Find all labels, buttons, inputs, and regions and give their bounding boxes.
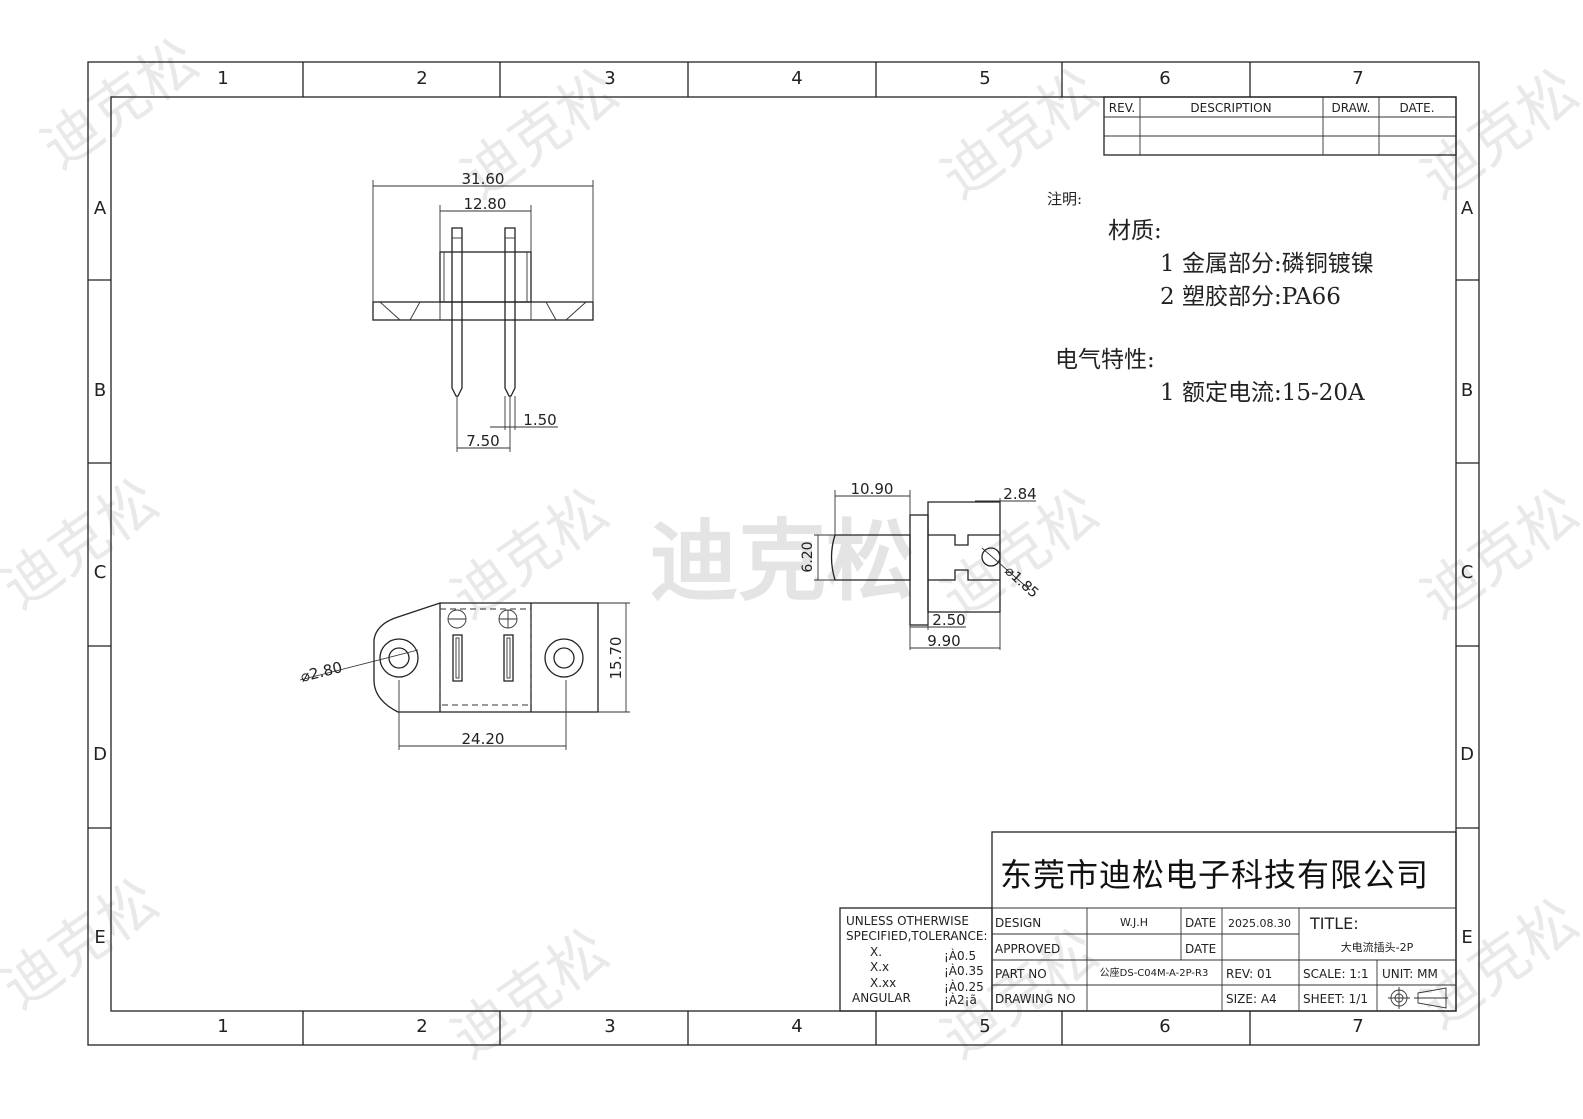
dim-label: 2.84 <box>1003 485 1036 503</box>
tolerance-value: ¡À0.35 <box>944 963 984 978</box>
dim-label: 31.60 <box>462 170 505 188</box>
watermark: 迪克松 <box>439 476 621 632</box>
notes: 注明: 材质: 1 金属部分:磷铜镀镍 2 塑胶部分:PA66 电气特性: 1 … <box>1047 190 1374 406</box>
approved-label: APPROVED <box>995 942 1060 956</box>
tolerance-label: X. <box>870 945 882 959</box>
description-header: DESCRIPTION <box>1190 101 1271 115</box>
draw-header: DRAW. <box>1332 101 1371 115</box>
watermark: 迪克松 <box>1409 476 1583 632</box>
title-block: 东莞市迪松电子科技有限公司 UNLESS OTHERWISE SPECIFIED… <box>839 831 1457 1012</box>
dim-label: 12.80 <box>464 195 507 213</box>
size-value: SIZE: A4 <box>1226 992 1277 1006</box>
unit-value: UNIT: MM <box>1382 967 1438 981</box>
column-label: 5 <box>979 68 990 89</box>
date-value: 2025.08.30 <box>1228 917 1291 930</box>
rev-value: REV: 01 <box>1226 967 1272 981</box>
tolerance-value: ¡À0.25 <box>944 979 984 994</box>
date-label: DATE <box>1185 916 1216 930</box>
watermark: 迪克松 <box>1409 886 1583 1042</box>
part-no-label: PART NO <box>995 967 1047 981</box>
watermark: 迪克松 <box>439 916 621 1072</box>
tolerance-value: ¡À2¡ã <box>944 992 977 1007</box>
row-label: D <box>1460 744 1474 765</box>
watermark: 迪克松 <box>929 56 1111 212</box>
title-label: TITLE: <box>1309 914 1359 933</box>
dim-label: 15.70 <box>607 637 625 680</box>
material-item: 1 金属部分:磷铜镀镍 <box>1160 251 1374 277</box>
column-label: 6 <box>1159 68 1170 89</box>
column-label: 5 <box>979 1016 990 1037</box>
tolerance-value: ¡À0.5 <box>944 948 976 963</box>
row-label: A <box>1461 198 1474 219</box>
row-label: C <box>1461 562 1474 583</box>
dim-label: 24.20 <box>462 730 505 748</box>
tolerance-label: ANGULAR <box>852 991 911 1005</box>
dim-label: 6.20 <box>800 541 816 572</box>
row-label: D <box>93 744 107 765</box>
drawing-no-label: DRAWING NO <box>995 992 1076 1006</box>
first-angle-projection-icon <box>1388 987 1448 1009</box>
column-label: 4 <box>791 68 802 89</box>
design-label: DESIGN <box>995 916 1041 930</box>
part-no-value: 公座DS-C04M-A-2P-R3 <box>1100 966 1209 979</box>
tolerance-label: X.xx <box>870 976 896 990</box>
row-label: C <box>94 562 107 583</box>
column-label: 3 <box>604 68 615 89</box>
center-watermark: 迪克松 <box>650 510 914 613</box>
column-label: 6 <box>1159 1016 1170 1037</box>
material-item: 2 塑胶部分:PA66 <box>1160 284 1341 310</box>
sheet-value: SHEET: 1/1 <box>1303 992 1368 1006</box>
column-label: 3 <box>604 1016 615 1037</box>
dim-label: 9.90 <box>927 632 960 650</box>
top-view: 31.60 12.80 1.50 7.50 <box>372 170 594 452</box>
dim-label: ⌀2.80 <box>299 658 345 686</box>
column-label: 4 <box>791 1016 802 1037</box>
column-label: 2 <box>416 68 427 89</box>
company-name: 东莞市迪松电子科技有限公司 <box>1000 856 1429 894</box>
revision-table: REV. DESCRIPTION DRAW. DATE. <box>1103 96 1457 156</box>
side-view: 10.90 2.84 2.50 9.90 6.20 ⌀1.85 <box>800 480 1041 650</box>
column-label: 7 <box>1352 68 1363 89</box>
row-label: B <box>1461 380 1473 401</box>
electrical-heading: 电气特性: <box>1055 347 1155 373</box>
front-view: 15.70 24.20 ⌀2.80 <box>299 602 630 750</box>
tolerance-heading: UNLESS OTHERWISE <box>846 914 969 928</box>
title-value: 大电流插头-2P <box>1341 940 1414 954</box>
dim-label: 10.90 <box>851 480 894 498</box>
material-heading: 材质: <box>1108 218 1162 244</box>
tolerance-label: X.x <box>870 960 889 974</box>
dim-label: 1.50 <box>523 411 556 429</box>
notes-heading: 注明: <box>1047 190 1082 208</box>
dim-label: 7.50 <box>466 432 499 450</box>
tolerance-heading: SPECIFIED,TOLERANCE: <box>846 929 988 943</box>
column-label: 1 <box>217 68 228 89</box>
rev-header: REV. <box>1109 101 1135 115</box>
column-label: 1 <box>217 1016 228 1037</box>
row-label: E <box>94 927 105 948</box>
row-label: E <box>1461 927 1472 948</box>
row-label: B <box>94 380 106 401</box>
design-value: W.J.H <box>1120 916 1148 929</box>
watermark: 迪克松 <box>0 466 171 622</box>
row-label: A <box>94 198 107 219</box>
electrical-item: 1 额定电流:15-20A <box>1160 380 1365 406</box>
date-header: DATE. <box>1399 101 1434 115</box>
dim-label: 2.50 <box>932 611 965 629</box>
watermark: 迪克松 <box>1409 56 1583 212</box>
watermark: 迪克松 <box>0 866 171 1022</box>
watermark: 迪克松 <box>29 26 211 182</box>
approved-date-label: DATE <box>1185 942 1216 956</box>
scale-value: SCALE: 1:1 <box>1303 967 1369 981</box>
column-label: 7 <box>1352 1016 1363 1037</box>
frame: 1 2 3 4 5 6 7 1 2 3 4 5 6 7 A B C D E A … <box>87 61 1480 1046</box>
column-label: 2 <box>416 1016 427 1037</box>
